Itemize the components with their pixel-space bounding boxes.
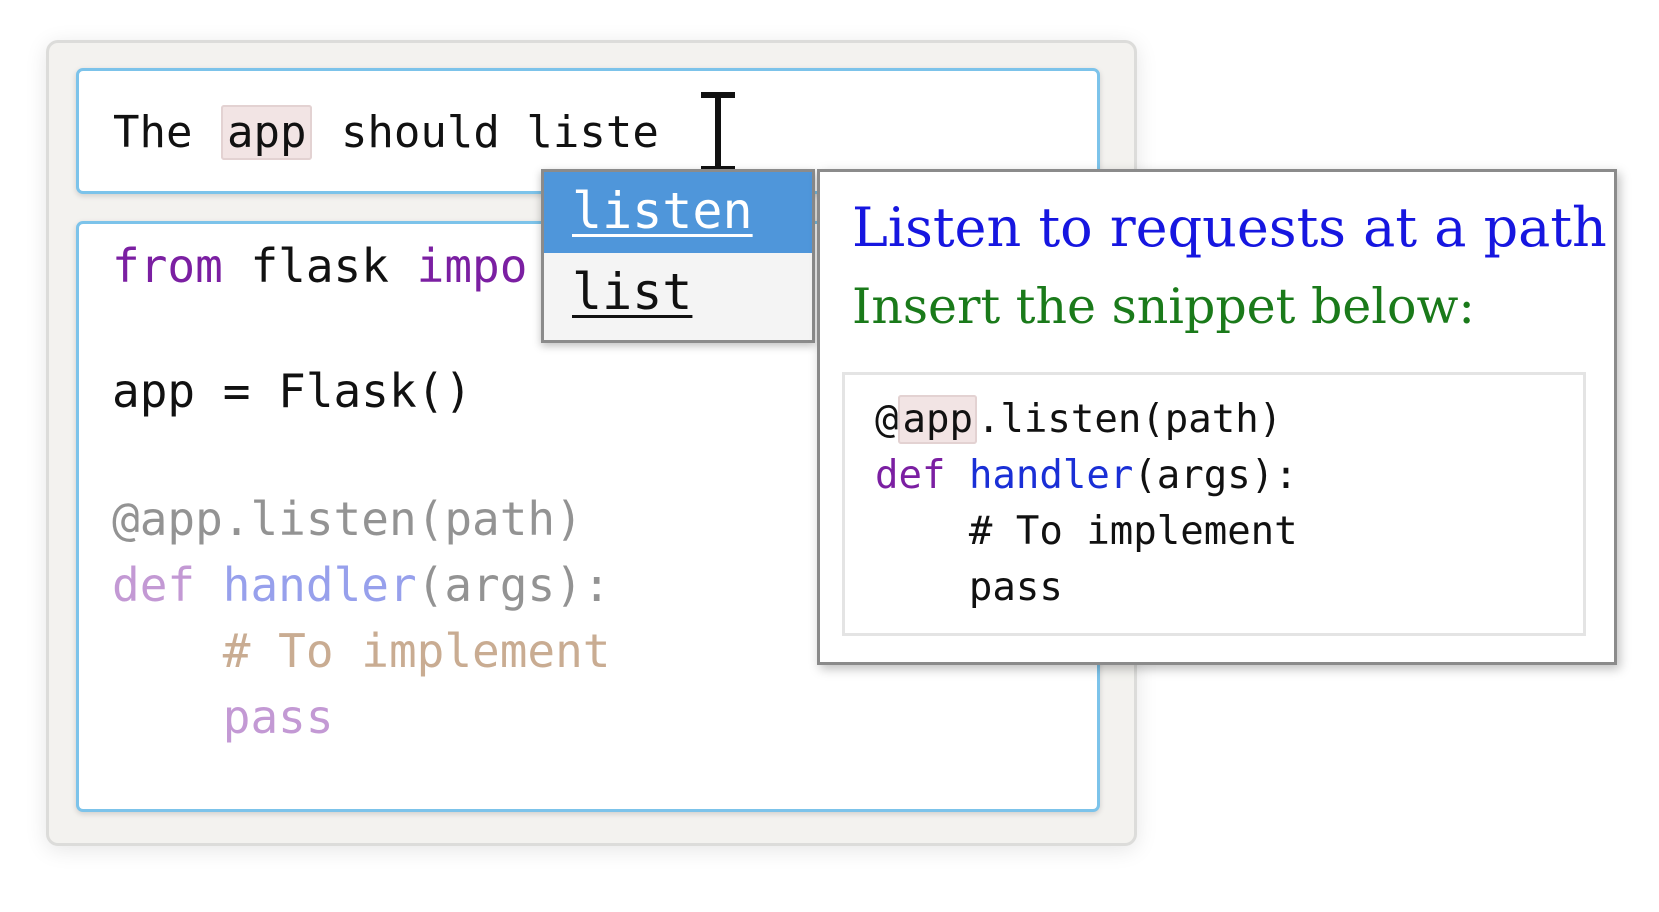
autocomplete-dropdown: listen list: [541, 169, 815, 343]
snippet-line-pass: pass: [968, 565, 1063, 610]
autocomplete-item-listen[interactable]: listen: [544, 172, 812, 253]
ghost-line-def: def handler(args):: [112, 558, 611, 612]
doc-subtitle: Insert the snippet below:: [852, 278, 1475, 335]
prompt-text: The app should liste: [113, 105, 659, 160]
snippet-preview: @app.listen(path) def handler(args): # T…: [842, 372, 1586, 636]
ghost-line-pass: pass: [222, 690, 334, 744]
snippet-line-comment: # To implement: [968, 509, 1298, 554]
ghost-line-decorator: @app.listen(path): [112, 492, 583, 546]
documentation-panel: Listen to requests at a path Insert the …: [817, 169, 1617, 665]
ghost-line-comment: # To implement: [222, 624, 611, 678]
snippet-highlight-token: app: [898, 395, 977, 444]
prompt-highlight-token[interactable]: app: [220, 105, 313, 160]
code-line-app: app = Flask(): [112, 364, 473, 418]
snippet-line-def: def handler(args):: [875, 453, 1298, 498]
snippet-line-decorator: @app.listen(path): [875, 395, 1283, 444]
code-line-import: from flask impo: [112, 239, 528, 293]
text-cursor-icon: [701, 92, 735, 172]
autocomplete-item-list[interactable]: list: [572, 263, 693, 321]
doc-title: Listen to requests at a path: [852, 196, 1607, 259]
